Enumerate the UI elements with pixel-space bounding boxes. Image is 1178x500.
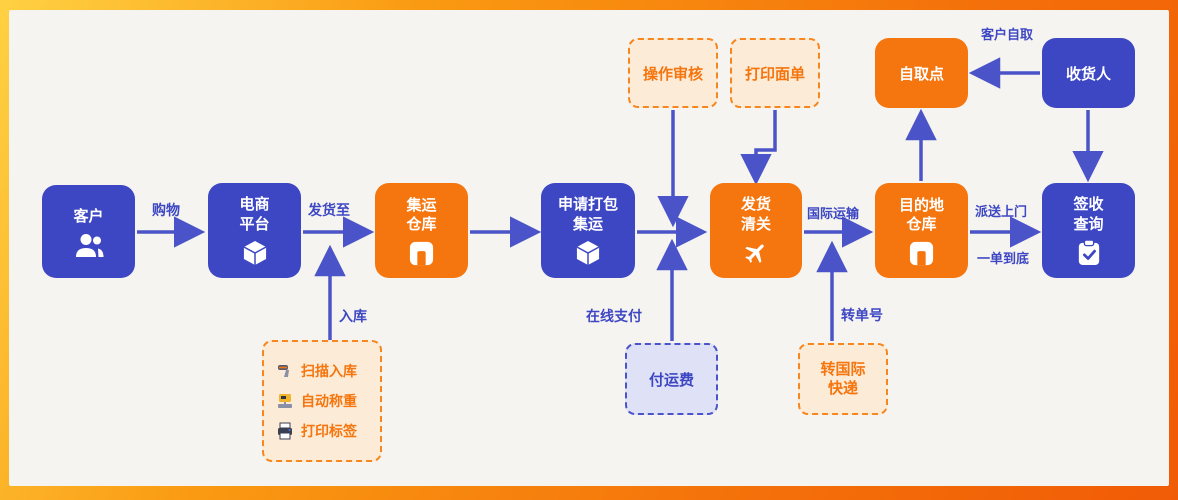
node-customs-line1: 发货: [740, 195, 771, 213]
node-consolidation-line2: 仓库: [406, 215, 437, 233]
node-destination-warehouse: 目的地 仓库: [875, 183, 968, 278]
node-platform-line1: 电商: [239, 195, 270, 213]
node-consolidation-warehouse: 集运 仓库: [375, 183, 468, 278]
list-item: 打印标签: [276, 421, 368, 441]
node-warehouse-operations: 扫描入库 自动称重 打印标签: [262, 340, 382, 462]
list-item: 自动称重: [276, 391, 368, 411]
edge-label-customer-pickup: 客户自取: [981, 28, 1034, 43]
node-pay-freight: 付运费: [625, 343, 718, 415]
node-pickup-point: 自取点: [875, 38, 968, 108]
node-sign-query: 签收 查询: [1042, 183, 1135, 278]
list-item: 扫描入库: [276, 361, 368, 381]
node-consignee: 收货人: [1042, 38, 1135, 108]
node-pickup-label: 自取点: [898, 64, 944, 83]
printer-icon: [276, 422, 294, 440]
op-label: 打印标签: [301, 424, 357, 440]
node-print-waybill: 打印面单: [730, 38, 820, 108]
edge-label-ship-to: 发货至: [308, 203, 350, 219]
node-operation-review: 操作审核: [628, 38, 718, 108]
node-customs-line2: 清关: [740, 214, 771, 233]
node-apply-line1: 申请打包: [557, 195, 618, 213]
node-ecommerce-platform: 电商 平台: [208, 183, 301, 278]
edge-label-door-delivery: 派送上门: [975, 205, 1028, 220]
scanner-icon: [276, 362, 294, 380]
edge-label-online-payment: 在线支付: [586, 309, 642, 325]
node-consignee-label: 收货人: [1065, 64, 1111, 83]
edge-label-transfer-number: 转单号: [841, 308, 883, 324]
op-label: 自动称重: [301, 394, 357, 410]
plane-icon: [738, 235, 775, 272]
node-destination-line2: 仓库: [906, 215, 937, 233]
op-label: 扫描入库: [301, 364, 357, 380]
node-transfer-line2: 快递: [827, 379, 858, 397]
scale-icon: [276, 392, 294, 410]
node-customer: 客户: [42, 185, 135, 278]
node-customer-label: 客户: [73, 207, 104, 225]
edge-label-intl-transport: 国际运输: [807, 207, 860, 222]
edge-label-inbound: 入库: [339, 309, 367, 325]
node-waybill-label: 打印面单: [744, 64, 805, 83]
node-consolidation-line1: 集运: [406, 195, 437, 214]
node-destination-line1: 目的地: [898, 195, 944, 214]
node-transfer-intl: 转国际 快递: [798, 343, 888, 415]
node-ship-customs: 发货 清关: [710, 183, 802, 278]
cube-icon: [576, 240, 600, 266]
person-icon: [73, 232, 105, 258]
warehouse-icon: [409, 241, 434, 266]
node-platform-line2: 平台: [239, 214, 270, 233]
node-transfer-line1: 转国际: [820, 359, 866, 378]
clipboard-check-icon: [1077, 240, 1101, 266]
edge-label-one-order-end: 一单到底: [977, 252, 1030, 267]
node-apply-packing: 申请打包 集运: [541, 183, 635, 278]
node-review-label: 操作审核: [642, 64, 703, 83]
warehouse-icon: [909, 241, 934, 266]
node-apply-line2: 集运: [572, 214, 603, 233]
node-sign-line1: 签收: [1073, 195, 1104, 213]
edge-label-shopping: 购物: [152, 203, 180, 219]
node-sign-line2: 查询: [1073, 214, 1104, 233]
cube-icon: [243, 240, 267, 266]
node-pay-label: 付运费: [648, 370, 694, 389]
